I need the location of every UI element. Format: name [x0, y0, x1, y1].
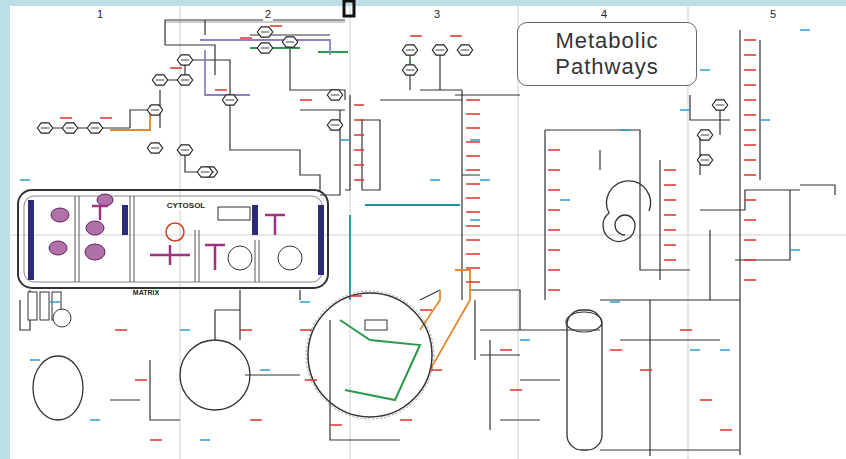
bar: [28, 200, 34, 280]
complexes: [49, 194, 113, 260]
molecule: [177, 75, 192, 85]
molecule: [87, 123, 102, 133]
cylinder: [40, 292, 49, 320]
molecule: [152, 75, 167, 85]
bar: [252, 205, 258, 235]
cylinder: [28, 292, 37, 320]
membrane-bars: [28, 200, 324, 280]
marker-square: [344, 1, 354, 16]
molecule: [327, 120, 342, 130]
molecule: [147, 143, 162, 153]
complex: [49, 241, 67, 255]
double-line: [165, 22, 345, 23]
t-bars: [92, 206, 285, 270]
cofactor-marks: [20, 30, 810, 440]
cylinders: [28, 292, 71, 327]
molecule: [177, 55, 192, 65]
complex: [86, 221, 104, 235]
title: Metabolic Pathways: [532, 28, 682, 80]
molecule: [147, 105, 162, 115]
molecule: [37, 123, 52, 133]
molecule: [712, 100, 727, 110]
complex: [51, 208, 69, 222]
cycle-outline: [306, 291, 434, 419]
membrane-walls: [75, 196, 259, 282]
pump: [278, 246, 302, 270]
molecule: [222, 95, 237, 105]
enzyme-marks: [60, 26, 756, 440]
pathway-lines: [20, 20, 835, 456]
molecule: [62, 123, 77, 133]
citric-cycle: [308, 293, 432, 417]
molecules: [37, 27, 727, 177]
molecule: [457, 45, 472, 55]
small-box: [218, 207, 250, 220]
spiral: [603, 181, 651, 242]
loop: [567, 310, 602, 450]
molecule: [697, 130, 712, 140]
bar: [318, 205, 324, 275]
molecule: [197, 167, 212, 177]
membrane-inner: [24, 196, 322, 282]
molecule: [257, 43, 272, 53]
column-number: 4: [599, 8, 609, 21]
carrier: [166, 223, 184, 241]
title-box: Metabolic Pathways: [517, 22, 697, 86]
membrane-outer: [18, 190, 328, 288]
paper: [10, 6, 846, 459]
complex: [85, 244, 105, 260]
column-number: 3: [432, 8, 442, 21]
small-cycle: [180, 340, 250, 410]
molecule: [282, 37, 297, 47]
molecule: [327, 90, 342, 100]
molecule: [177, 145, 192, 155]
column-number: 2: [263, 8, 273, 21]
molecule: [402, 45, 417, 55]
cylinder: [53, 309, 71, 327]
bar: [122, 205, 128, 235]
complex: [97, 194, 113, 206]
grid-lines: [10, 6, 846, 459]
pump: [228, 246, 252, 270]
column-number: 5: [768, 8, 778, 21]
molecule: [402, 65, 417, 75]
column-number: 1: [95, 8, 105, 21]
loop-top: [566, 312, 602, 332]
molecule: [432, 45, 447, 55]
purple-route: [200, 40, 330, 95]
cycle-box: [365, 320, 387, 330]
molecule: [697, 155, 712, 165]
compartment-label: MATRIX: [131, 289, 161, 297]
oval-cycle: [33, 356, 83, 420]
orange-route: [110, 105, 470, 370]
teal-route: [350, 205, 460, 300]
molecule: [257, 27, 272, 37]
compartment-label: CYTOSOL: [165, 201, 208, 210]
